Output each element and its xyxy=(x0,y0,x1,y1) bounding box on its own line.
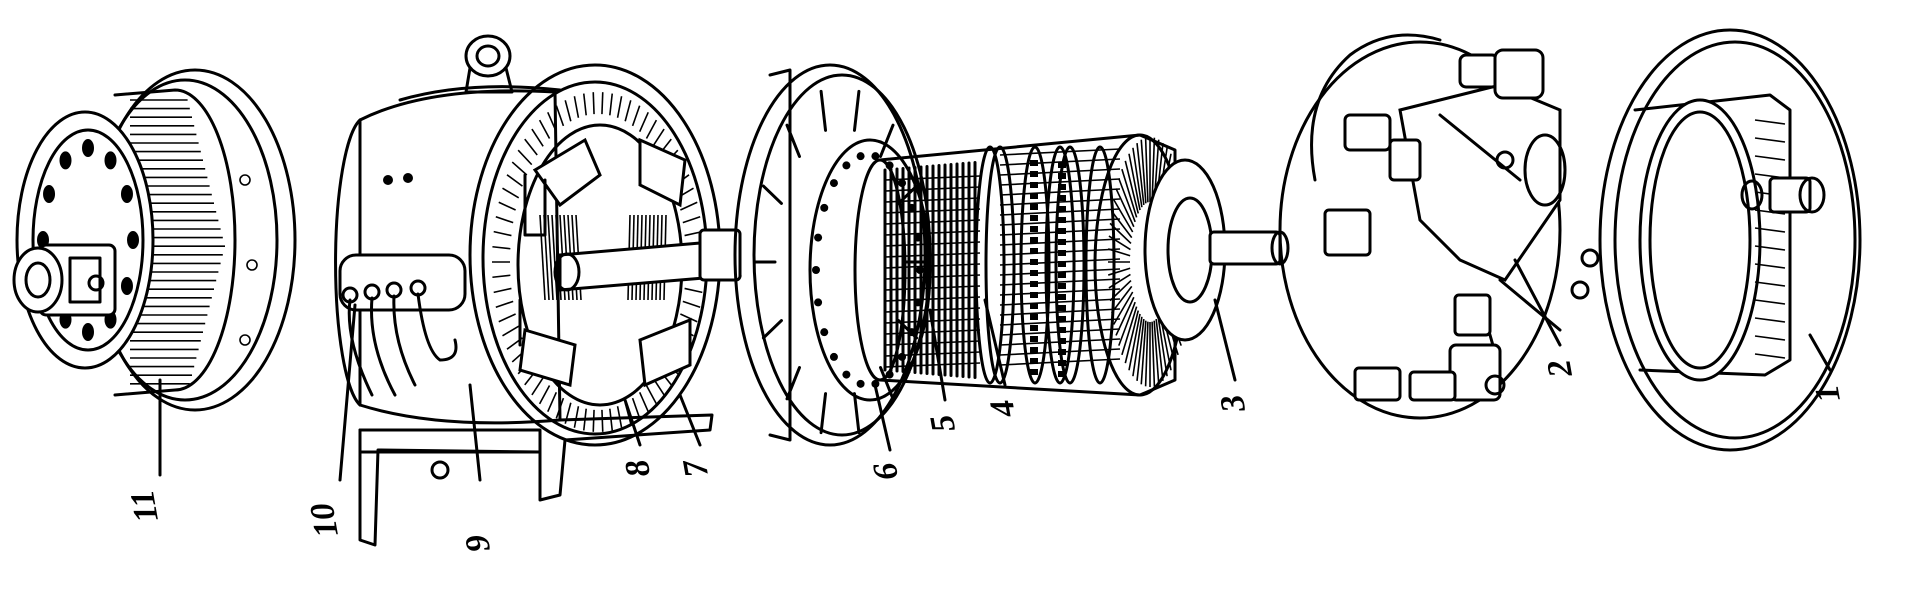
label-8: 8 xyxy=(618,457,657,480)
brush-holder-2 xyxy=(1278,33,1600,420)
label-11: 11 xyxy=(124,487,166,525)
label-9: 9 xyxy=(458,532,497,555)
label-3: 3 xyxy=(1213,392,1253,416)
leader-lines xyxy=(158,258,1832,482)
bearing-dots xyxy=(812,152,924,388)
part-labels: 11 10 9 8 7 6 5 4 3 2 1 xyxy=(124,357,1848,555)
label-5: 5 xyxy=(923,412,962,435)
armature-bands xyxy=(974,145,1116,385)
label-1: 1 xyxy=(1808,382,1847,405)
end-shield-6 xyxy=(733,63,932,447)
stator-frame xyxy=(334,34,722,547)
end-shield-11 xyxy=(12,68,297,412)
cover-inner-hatching xyxy=(1754,119,1786,359)
label-6: 6 xyxy=(866,460,905,483)
label-7: 7 xyxy=(676,455,716,480)
end-cover-1 xyxy=(1598,28,1862,452)
shaft-inner xyxy=(553,228,742,292)
armature-rotor xyxy=(853,133,1290,397)
label-4: 4 xyxy=(983,397,1023,421)
label-2: 2 xyxy=(1540,357,1580,381)
commutator xyxy=(883,161,981,379)
label-10: 10 xyxy=(304,500,346,540)
